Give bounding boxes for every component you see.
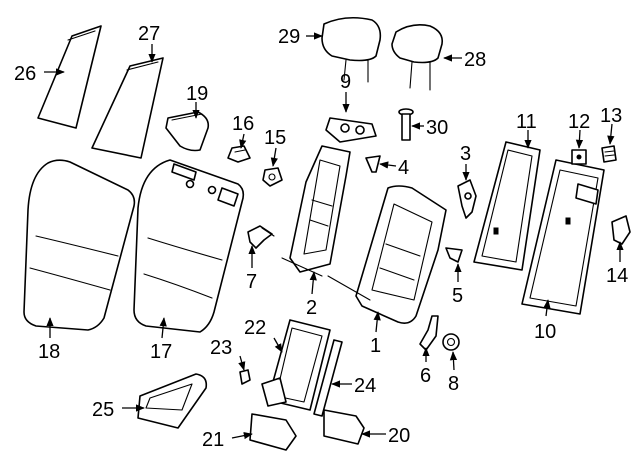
leader-17 (159, 317, 167, 339)
leader-21 (231, 432, 253, 440)
callout-12: 12 (568, 111, 590, 133)
part-29-headrest[interactable] (321, 16, 382, 83)
callout-28: 28 (464, 49, 486, 71)
leader-23 (238, 355, 246, 371)
part-26-side-trim[interactable] (37, 25, 102, 129)
part-9-guide-cover[interactable] (325, 117, 377, 143)
callout-11: 11 (516, 111, 537, 133)
part-11-rear-panel[interactable] (473, 141, 541, 271)
part-15-bracket[interactable] (262, 167, 283, 187)
callout-29: 29 (278, 26, 300, 48)
leader-16 (239, 133, 247, 149)
callout-13: 13 (600, 105, 622, 127)
callout-27: 27 (138, 23, 160, 45)
leader-13 (607, 123, 615, 145)
part-21-trim-cap[interactable] (249, 413, 297, 451)
leader-4 (379, 161, 397, 169)
part-8-grommet[interactable] (442, 333, 460, 351)
callout-19: 19 (186, 83, 208, 105)
part-24-trim-strip[interactable] (313, 339, 343, 417)
part-14-clip[interactable] (611, 215, 631, 245)
leader-10 (543, 299, 551, 317)
callout-22: 22 (244, 317, 266, 339)
callout-numbers: 26 27 19 16 15 18 17 7 9 29 28 30 4 2 1 … (14, 23, 628, 451)
leader-12 (575, 129, 584, 149)
callout-5: 5 (452, 285, 463, 307)
part-17-seat-back-cover[interactable] (133, 159, 245, 333)
callout-15: 15 (264, 127, 286, 149)
callout-8: 8 (448, 373, 459, 395)
callout-6: 6 (420, 365, 431, 387)
part-4-clip[interactable] (365, 155, 381, 173)
part-7-hinge-bracket[interactable] (247, 225, 275, 249)
callout-24: 24 (354, 375, 376, 397)
callout-20: 20 (388, 425, 410, 447)
callout-7: 7 (246, 271, 257, 293)
callout-16: 16 (232, 113, 254, 135)
callout-9: 9 (340, 71, 351, 93)
part-28-headrest[interactable] (391, 24, 444, 91)
part-22-pass-through-panel[interactable] (261, 319, 331, 411)
callout-14: 14 (606, 265, 628, 287)
leader-8 (449, 351, 458, 371)
callout-26: 26 (14, 63, 36, 85)
part-18-seat-back-cushion[interactable] (23, 159, 136, 331)
callout-1: 1 (370, 335, 381, 357)
part-16-clip[interactable] (227, 145, 251, 163)
part-3-latch[interactable] (457, 179, 477, 219)
leader-1 (373, 311, 381, 333)
callout-21: 21 (202, 429, 224, 451)
part-19-armrest-pad[interactable] (165, 111, 210, 152)
callout-17: 17 (150, 341, 172, 363)
leader-2 (309, 271, 317, 295)
leader-15 (270, 147, 278, 167)
leader-22 (273, 337, 283, 353)
part-20-trim-cap[interactable] (323, 409, 365, 445)
callout-10: 10 (534, 321, 556, 343)
callout-2: 2 (306, 297, 317, 319)
part-2-seat-back-frame[interactable] (281, 145, 351, 277)
part-25-armrest-base[interactable] (137, 373, 208, 429)
callout-3: 3 (460, 143, 471, 165)
callout-30: 30 (426, 117, 448, 139)
callout-25: 25 (92, 399, 114, 421)
part-23-bracket[interactable] (239, 369, 251, 385)
part-5-clip[interactable] (445, 247, 463, 263)
part-30-bolt[interactable] (398, 108, 414, 141)
part-1-seat-back-frame[interactable] (327, 185, 447, 324)
callout-18: 18 (38, 341, 60, 363)
callout-23: 23 (210, 337, 232, 359)
leader-lines (44, 32, 624, 440)
part-10-rear-panel-carpet[interactable] (521, 159, 605, 315)
part-6-bracket[interactable] (419, 315, 439, 351)
callout-4: 4 (398, 157, 409, 179)
part-13-cap[interactable] (601, 145, 617, 163)
part-12-cover[interactable] (571, 149, 587, 165)
part-27-side-trim[interactable] (91, 57, 164, 159)
